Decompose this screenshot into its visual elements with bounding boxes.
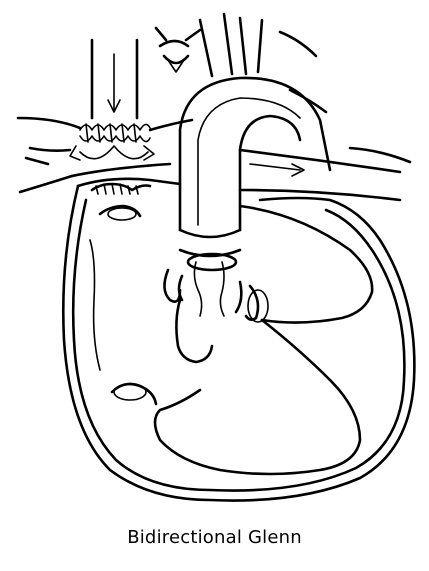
right-pulmonary-artery <box>240 148 410 200</box>
heart-interior <box>90 206 372 474</box>
heart-diagram <box>0 0 429 515</box>
bidirectional-flow-arrow <box>70 146 154 160</box>
superior-vena-cava <box>92 40 137 118</box>
ligated-vessel <box>156 28 200 72</box>
vessel-root <box>164 230 258 362</box>
anastomosis-sutures <box>80 124 150 142</box>
diagram-caption: Bidirectional Glenn <box>0 527 429 548</box>
